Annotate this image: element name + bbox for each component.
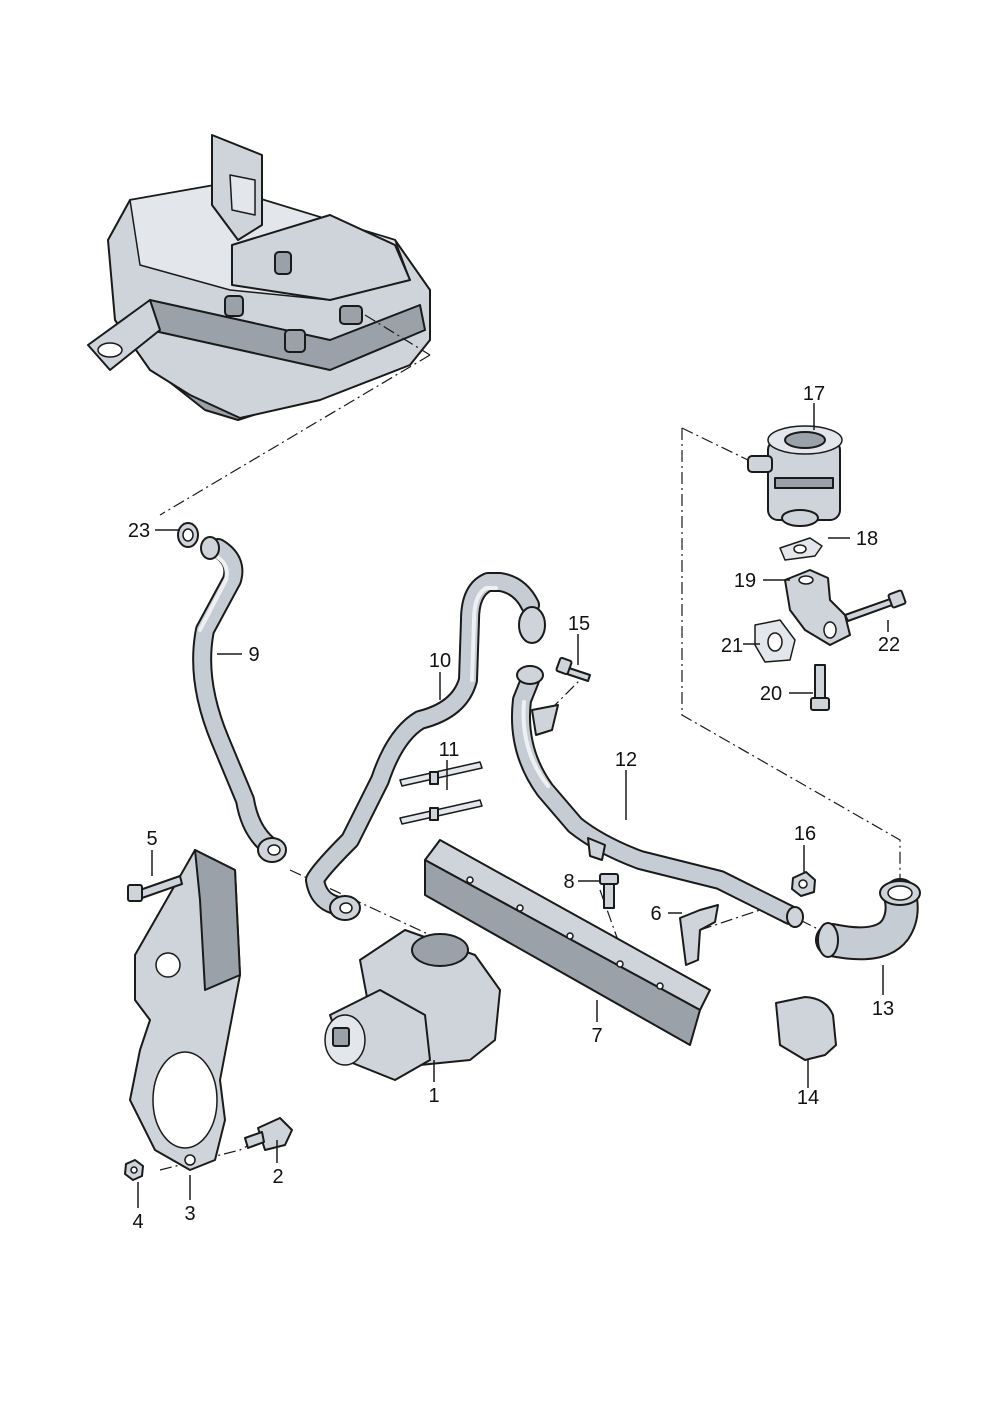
bracket-6 bbox=[679, 904, 719, 966]
bracket-3 bbox=[129, 849, 241, 1171]
callout-12: 12 bbox=[615, 749, 637, 771]
callout-5: 5 bbox=[146, 828, 157, 850]
callout-4: 4 bbox=[132, 1211, 143, 1233]
callout-15: 15 bbox=[568, 613, 590, 635]
callout-7: 7 bbox=[591, 1025, 602, 1047]
combination-valve-17 bbox=[747, 425, 843, 527]
gasket-21 bbox=[754, 619, 796, 663]
bolt-8 bbox=[599, 873, 619, 909]
callout-16: 16 bbox=[794, 823, 816, 845]
callout-11: 11 bbox=[439, 739, 460, 761]
sensor-2 bbox=[244, 1117, 293, 1151]
connecting-piece-19 bbox=[784, 569, 851, 646]
callout-2: 2 bbox=[272, 1166, 283, 1188]
secondary-air-pump-1 bbox=[324, 929, 501, 1081]
callout-9: 9 bbox=[248, 644, 259, 666]
callout-1: 1 bbox=[428, 1085, 439, 1107]
callout-19: 19 bbox=[734, 570, 756, 592]
callout-8: 8 bbox=[563, 871, 574, 893]
heat-shield-14 bbox=[775, 996, 837, 1061]
nut-16 bbox=[791, 871, 816, 897]
callout-23: 23 bbox=[128, 520, 150, 542]
hose-12 bbox=[511, 665, 804, 928]
bolt-22 bbox=[844, 589, 907, 622]
callout-22: 22 bbox=[878, 634, 900, 656]
air-filter-housing bbox=[87, 134, 431, 421]
callout-21: 21 bbox=[721, 635, 743, 657]
callout-3: 3 bbox=[184, 1203, 195, 1225]
bolt-20 bbox=[810, 664, 830, 711]
callout-18: 18 bbox=[856, 528, 878, 550]
callout-labels: 1 2 3 4 5 6 7 8 9 10 11 12 13 14 15 16 1… bbox=[128, 383, 900, 1233]
hose-9 bbox=[192, 536, 287, 863]
cable-tie-11 bbox=[399, 761, 483, 825]
gasket-18 bbox=[779, 537, 823, 561]
hose-clamp-23 bbox=[177, 522, 199, 548]
callout-6: 6 bbox=[650, 903, 661, 925]
hose-10 bbox=[305, 572, 546, 921]
bolt-15 bbox=[555, 656, 591, 682]
callout-10: 10 bbox=[429, 650, 451, 672]
bracket-rail-7 bbox=[424, 839, 711, 1046]
elbow-hose-13 bbox=[815, 878, 921, 961]
bolt-5 bbox=[127, 875, 183, 902]
callout-17: 17 bbox=[803, 383, 825, 405]
callout-13: 13 bbox=[872, 998, 894, 1020]
leader-lines bbox=[137, 403, 889, 1208]
nut-4 bbox=[124, 1159, 144, 1181]
callout-20: 20 bbox=[760, 683, 782, 705]
callout-14: 14 bbox=[797, 1087, 819, 1109]
